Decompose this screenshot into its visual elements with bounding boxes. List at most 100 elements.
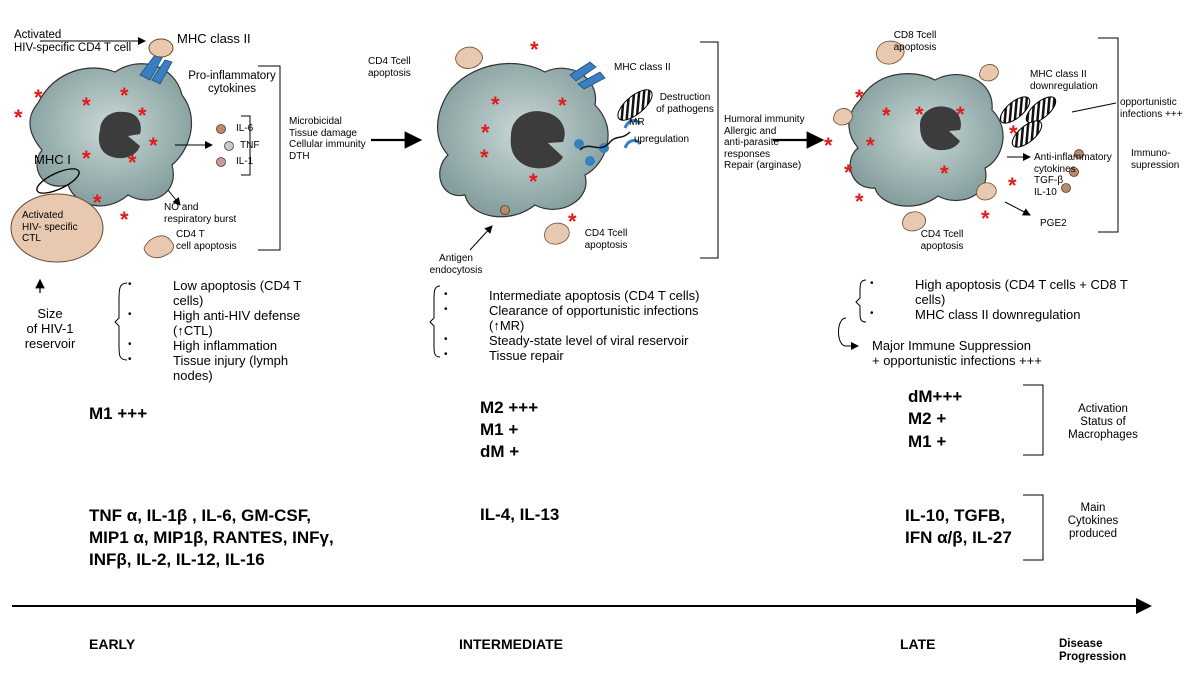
intermediate-arrow-antigen — [469, 225, 493, 251]
early-ctl-label: Activated HIV- specific CTL — [22, 210, 78, 244]
svg-text:*: * — [956, 102, 965, 127]
early-mhc-ii-receptor — [139, 38, 174, 85]
cytokines-bracket — [1023, 494, 1044, 561]
early-bullets-brace — [114, 282, 128, 361]
early-cd4-apoptotic-body — [143, 235, 174, 259]
late-cd4-apoptosis-label: CD4 Tcell apoptosis — [920, 229, 964, 252]
early-mhc-i-label: MHC I — [34, 152, 71, 167]
main-cytokines-label: Main Cytokines produced — [1067, 502, 1119, 541]
late-activation-dm: dM+++ — [908, 387, 963, 406]
intermediate-mhc-ii-receptor — [569, 61, 606, 90]
svg-text:*: * — [480, 145, 489, 170]
svg-text:*: * — [530, 37, 539, 62]
early-mhc-i-receptor — [36, 168, 80, 194]
svg-text:*: * — [481, 120, 490, 145]
late-bullet: High apoptosis (CD4 T cells + CD8 T cell… — [870, 277, 1128, 308]
early-cytokine-tnf: TNF — [240, 140, 260, 151]
svg-text:*: * — [120, 207, 129, 232]
svg-text:*: * — [882, 103, 891, 128]
svg-text:*: * — [855, 189, 864, 214]
late-cd8-apoptosis-label: CD8 Tcell apoptosis — [893, 30, 937, 53]
intermediate-activation-m2: M2 +++ — [480, 398, 539, 417]
activation-status-label: Activation Status of Macrophages — [1068, 403, 1138, 442]
svg-text:*: * — [1008, 173, 1017, 198]
activation-stars: * * * * * * * * * * * * * * * * * * * * … — [14, 37, 1018, 234]
intermediate-bullet: Clearance of opportunistic infections (↑… — [444, 303, 700, 334]
intermediate-mr-label: MR — [629, 117, 645, 128]
early-activation-m1: M1 +++ — [89, 404, 148, 423]
early-cytokines-produced: TNF α, IL-1β , IL-6, GM-CSF, MIP1 α, MIP… — [89, 506, 334, 569]
late-opportunistic-label: opportunistic infections +++ — [1120, 97, 1183, 120]
intermediate-bullet: Tissue repair — [444, 348, 700, 364]
early-pro-inflammatory-label: Pro-inflammatory cytokines — [188, 70, 276, 96]
late-bullet-list: High apoptosis (CD4 T cells + CD8 T cell… — [870, 277, 1128, 323]
intermediate-bullet-list: Intermediate apoptosis (CD4 T cells) Cle… — [444, 288, 700, 364]
late-bullet: MHC class II downregulation — [870, 307, 1128, 323]
intermediate-mhc-ii-label: MHC class II — [614, 62, 671, 73]
intermediate-bullet: Steady-state level of viral reservoir — [444, 333, 700, 349]
svg-text:*: * — [128, 150, 137, 175]
svg-text:*: * — [138, 103, 147, 128]
svg-text:*: * — [824, 133, 833, 158]
early-arrow-no — [167, 189, 181, 206]
activation-bracket — [1023, 384, 1044, 456]
svg-text:*: * — [558, 93, 567, 118]
intermediate-effects-bracket — [700, 41, 719, 259]
early-no-burst-label: NO and respiratory burst — [164, 202, 237, 225]
late-activation-m2: M2 + — [908, 409, 947, 428]
intermediate-activation-m1: M1 + — [480, 420, 519, 439]
early-effects-label: Microbicidal Tissue damage Cellular immu… — [289, 116, 366, 162]
early-cytokine-il1: IL-1 — [236, 156, 254, 167]
intermediate-antigen-dot — [500, 205, 510, 215]
svg-text:*: * — [34, 85, 43, 110]
svg-text:*: * — [940, 161, 949, 186]
intermediate-cd4-apoptotic-top — [455, 46, 483, 69]
intermediate-mr-receptors — [574, 119, 642, 166]
svg-text:*: * — [82, 93, 91, 118]
svg-text:*: * — [529, 169, 538, 194]
early-cytokine-dots — [216, 124, 234, 167]
late-apoptotic-bodies — [833, 40, 999, 232]
svg-text:*: * — [82, 146, 91, 171]
intermediate-effects-label: Humoral immunity Allergic and anti-paras… — [724, 114, 805, 171]
late-activation-m1: M1 + — [908, 432, 947, 451]
svg-text:*: * — [120, 83, 129, 108]
early-bullet: High anti-HIV defense (↑CTL) — [128, 308, 301, 339]
stage-late: LATE — [900, 636, 936, 652]
stage-early: EARLY — [89, 636, 136, 652]
late-mhc-down-label: MHC class II downregulation — [1030, 69, 1098, 92]
svg-text:*: * — [981, 206, 990, 231]
intermediate-destruction-label: Destruction of pathogens — [656, 92, 714, 115]
early-activated-cd4-label: Activated HIV-specific CD4 T cell — [14, 29, 132, 55]
svg-text:*: * — [14, 105, 23, 130]
svg-text:*: * — [915, 102, 924, 127]
late-pathogens — [999, 96, 1057, 148]
early-macrophage — [29, 63, 193, 207]
intermediate-pathogen — [617, 89, 653, 121]
early-bullet: High inflammation — [128, 338, 301, 354]
late-bullets-brace — [855, 279, 867, 323]
early-cytokine-il6: IL-6 — [236, 123, 254, 134]
early-reservoir-label: Size of HIV-1 reservoir — [24, 306, 76, 351]
late-pge2-label: PGE2 — [1040, 218, 1067, 229]
late-effects-bracket — [1098, 37, 1119, 233]
late-macrophage — [848, 73, 1004, 207]
early-ctl-cell — [10, 193, 104, 263]
intermediate-bullet: Intermediate apoptosis (CD4 T cells) — [444, 288, 700, 304]
svg-text:*: * — [844, 160, 853, 185]
intermediate-antigen-label: Antigen endocytosis — [429, 253, 483, 276]
late-line-opportunistic — [1071, 102, 1117, 113]
early-bullet: Low apoptosis (CD4 T cells) — [128, 278, 301, 309]
intermediate-bullets-brace — [429, 285, 441, 358]
intermediate-upregulation-label: upregulation — [634, 134, 690, 145]
late-immuno-label: Immuno- supression — [1131, 148, 1180, 171]
svg-text:*: * — [93, 190, 102, 215]
early-bullet-list: Low apoptosis (CD4 T cells) High anti-HI… — [128, 278, 301, 384]
svg-text:*: * — [866, 133, 875, 158]
late-cytokine-dots — [1061, 149, 1084, 193]
late-anti-inflammatory-label: Anti-inflammatory cytokines TGF-β IL-10 — [1034, 152, 1112, 198]
late-arrow-suppression — [838, 317, 859, 350]
early-mhc-ii-label: MHC class II — [177, 31, 251, 46]
